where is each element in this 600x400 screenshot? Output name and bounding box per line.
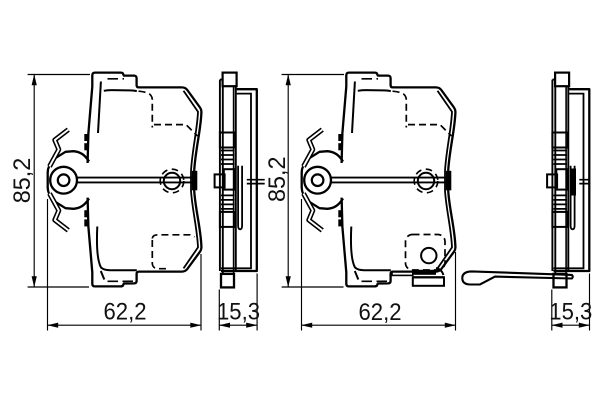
svg-text:85,2: 85,2	[264, 157, 291, 203]
svg-text:15,3: 15,3	[217, 299, 260, 326]
svg-text:62,2: 62,2	[104, 299, 147, 326]
svg-text:85,2: 85,2	[9, 158, 36, 204]
svg-text:15,3: 15,3	[549, 299, 592, 326]
svg-text:62,2: 62,2	[359, 299, 402, 326]
